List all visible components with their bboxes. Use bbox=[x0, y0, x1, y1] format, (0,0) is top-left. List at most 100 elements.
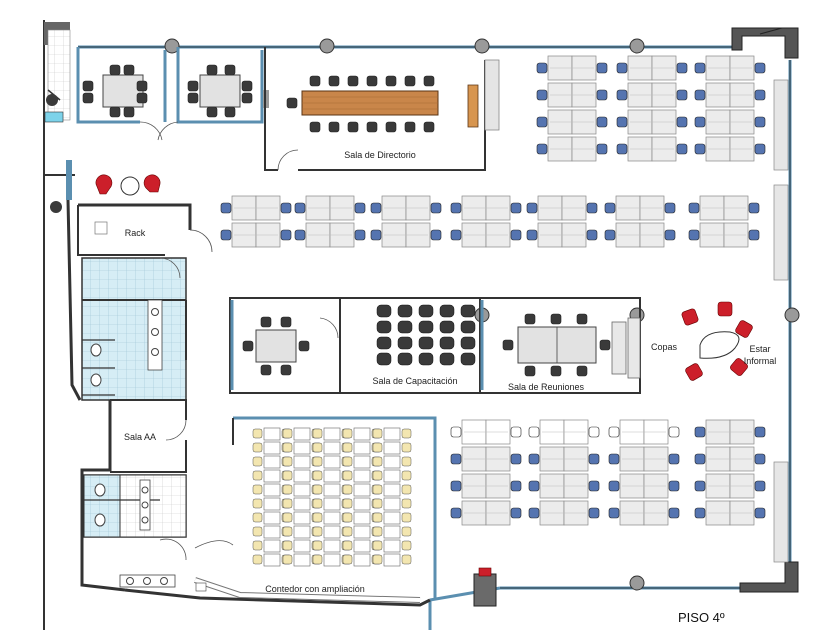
cafeteria-seat bbox=[372, 456, 383, 467]
chair bbox=[366, 75, 378, 87]
chair bbox=[616, 62, 628, 74]
chair bbox=[404, 121, 416, 133]
cafeteria-seat bbox=[401, 428, 412, 439]
chair bbox=[668, 507, 680, 519]
cafeteria-table bbox=[353, 441, 371, 455]
chair bbox=[260, 316, 272, 328]
cafeteria-seat bbox=[372, 442, 383, 453]
cafeteria-table bbox=[293, 497, 311, 511]
label-sala-aa: Sala AA bbox=[124, 432, 156, 442]
chair bbox=[596, 62, 608, 74]
equipment-box bbox=[473, 567, 497, 607]
cafeteria-table bbox=[323, 455, 341, 469]
chair bbox=[588, 480, 600, 492]
training-chair bbox=[418, 352, 434, 366]
cafeteria-table bbox=[263, 497, 281, 511]
chair bbox=[109, 64, 121, 76]
chair bbox=[586, 202, 598, 214]
chair bbox=[526, 229, 538, 241]
middle-room-chairs bbox=[242, 304, 611, 377]
chair bbox=[536, 62, 548, 74]
chair bbox=[347, 75, 359, 87]
chair bbox=[536, 116, 548, 128]
chair bbox=[220, 202, 232, 214]
cafeteria-table bbox=[353, 497, 371, 511]
cafeteria-table bbox=[353, 553, 371, 567]
chair bbox=[596, 116, 608, 128]
training-chair bbox=[376, 320, 392, 334]
cafeteria-table bbox=[383, 427, 401, 441]
chair bbox=[599, 339, 611, 351]
chair bbox=[608, 480, 620, 492]
training-chair bbox=[460, 336, 476, 350]
cafeteria-seat bbox=[342, 470, 353, 481]
chair bbox=[187, 80, 199, 92]
cafeteria-seat bbox=[401, 554, 412, 565]
cafeteria-table bbox=[353, 469, 371, 483]
chair bbox=[294, 202, 306, 214]
training-chair bbox=[376, 352, 392, 366]
cafeteria-table bbox=[293, 441, 311, 455]
cafeteria-table bbox=[323, 497, 341, 511]
chair bbox=[510, 202, 522, 214]
cafeteria-table bbox=[263, 511, 281, 525]
label-sala-reuniones: Sala de Reuniones bbox=[508, 382, 585, 392]
cafeteria-seat bbox=[312, 456, 323, 467]
cafeteria-table bbox=[353, 483, 371, 497]
label-estar-2: Informal bbox=[744, 356, 777, 366]
chair bbox=[754, 426, 766, 438]
cafeteria-seat bbox=[342, 442, 353, 453]
cafeteria-table bbox=[323, 441, 341, 455]
training-chair bbox=[439, 304, 455, 318]
cafeteria-table bbox=[263, 525, 281, 539]
chair bbox=[136, 80, 148, 92]
chair bbox=[754, 453, 766, 465]
chair bbox=[604, 202, 616, 214]
label-rack: Rack bbox=[125, 228, 146, 238]
chair bbox=[664, 202, 676, 214]
chair bbox=[294, 229, 306, 241]
cafeteria-seat bbox=[252, 554, 263, 565]
chair bbox=[528, 507, 540, 519]
small-meeting-room-1 bbox=[76, 47, 167, 141]
chair bbox=[528, 453, 540, 465]
cafeteria-seat bbox=[312, 428, 323, 439]
chair bbox=[754, 89, 766, 101]
cafeteria-table bbox=[353, 525, 371, 539]
cafeteria-seat bbox=[342, 456, 353, 467]
label-comedor: Contedor con ampliación bbox=[265, 584, 365, 594]
chair bbox=[354, 229, 366, 241]
workstation-clusters bbox=[220, 55, 766, 526]
cafeteria-seat bbox=[312, 442, 323, 453]
cafeteria-table bbox=[383, 553, 401, 567]
chair bbox=[616, 116, 628, 128]
chair bbox=[576, 365, 588, 377]
chair bbox=[510, 229, 522, 241]
label-copas: Copas bbox=[651, 342, 678, 352]
cafeteria-seat bbox=[342, 484, 353, 495]
sala-de-reuniones: Sala de Reuniones Copas bbox=[480, 297, 678, 394]
cafeteria-seat bbox=[252, 512, 263, 523]
cafeteria-table bbox=[263, 441, 281, 455]
cafeteria-seat bbox=[252, 428, 263, 439]
training-chair bbox=[439, 352, 455, 366]
cafeteria-table bbox=[293, 539, 311, 553]
chair bbox=[668, 480, 680, 492]
chair bbox=[224, 106, 236, 118]
cafeteria-table bbox=[383, 469, 401, 483]
cafeteria-seat bbox=[282, 526, 293, 537]
training-chair bbox=[439, 336, 455, 350]
estar-informal: Estar Informal bbox=[681, 301, 777, 381]
training-chair bbox=[418, 304, 434, 318]
chair bbox=[136, 92, 148, 104]
cafeteria-seat bbox=[372, 428, 383, 439]
chair bbox=[354, 202, 366, 214]
chair bbox=[123, 106, 135, 118]
cafeteria-table bbox=[383, 455, 401, 469]
training-chair bbox=[397, 320, 413, 334]
chair bbox=[280, 364, 292, 376]
training-chair bbox=[376, 304, 392, 318]
chair bbox=[82, 80, 94, 92]
chair bbox=[206, 64, 218, 76]
